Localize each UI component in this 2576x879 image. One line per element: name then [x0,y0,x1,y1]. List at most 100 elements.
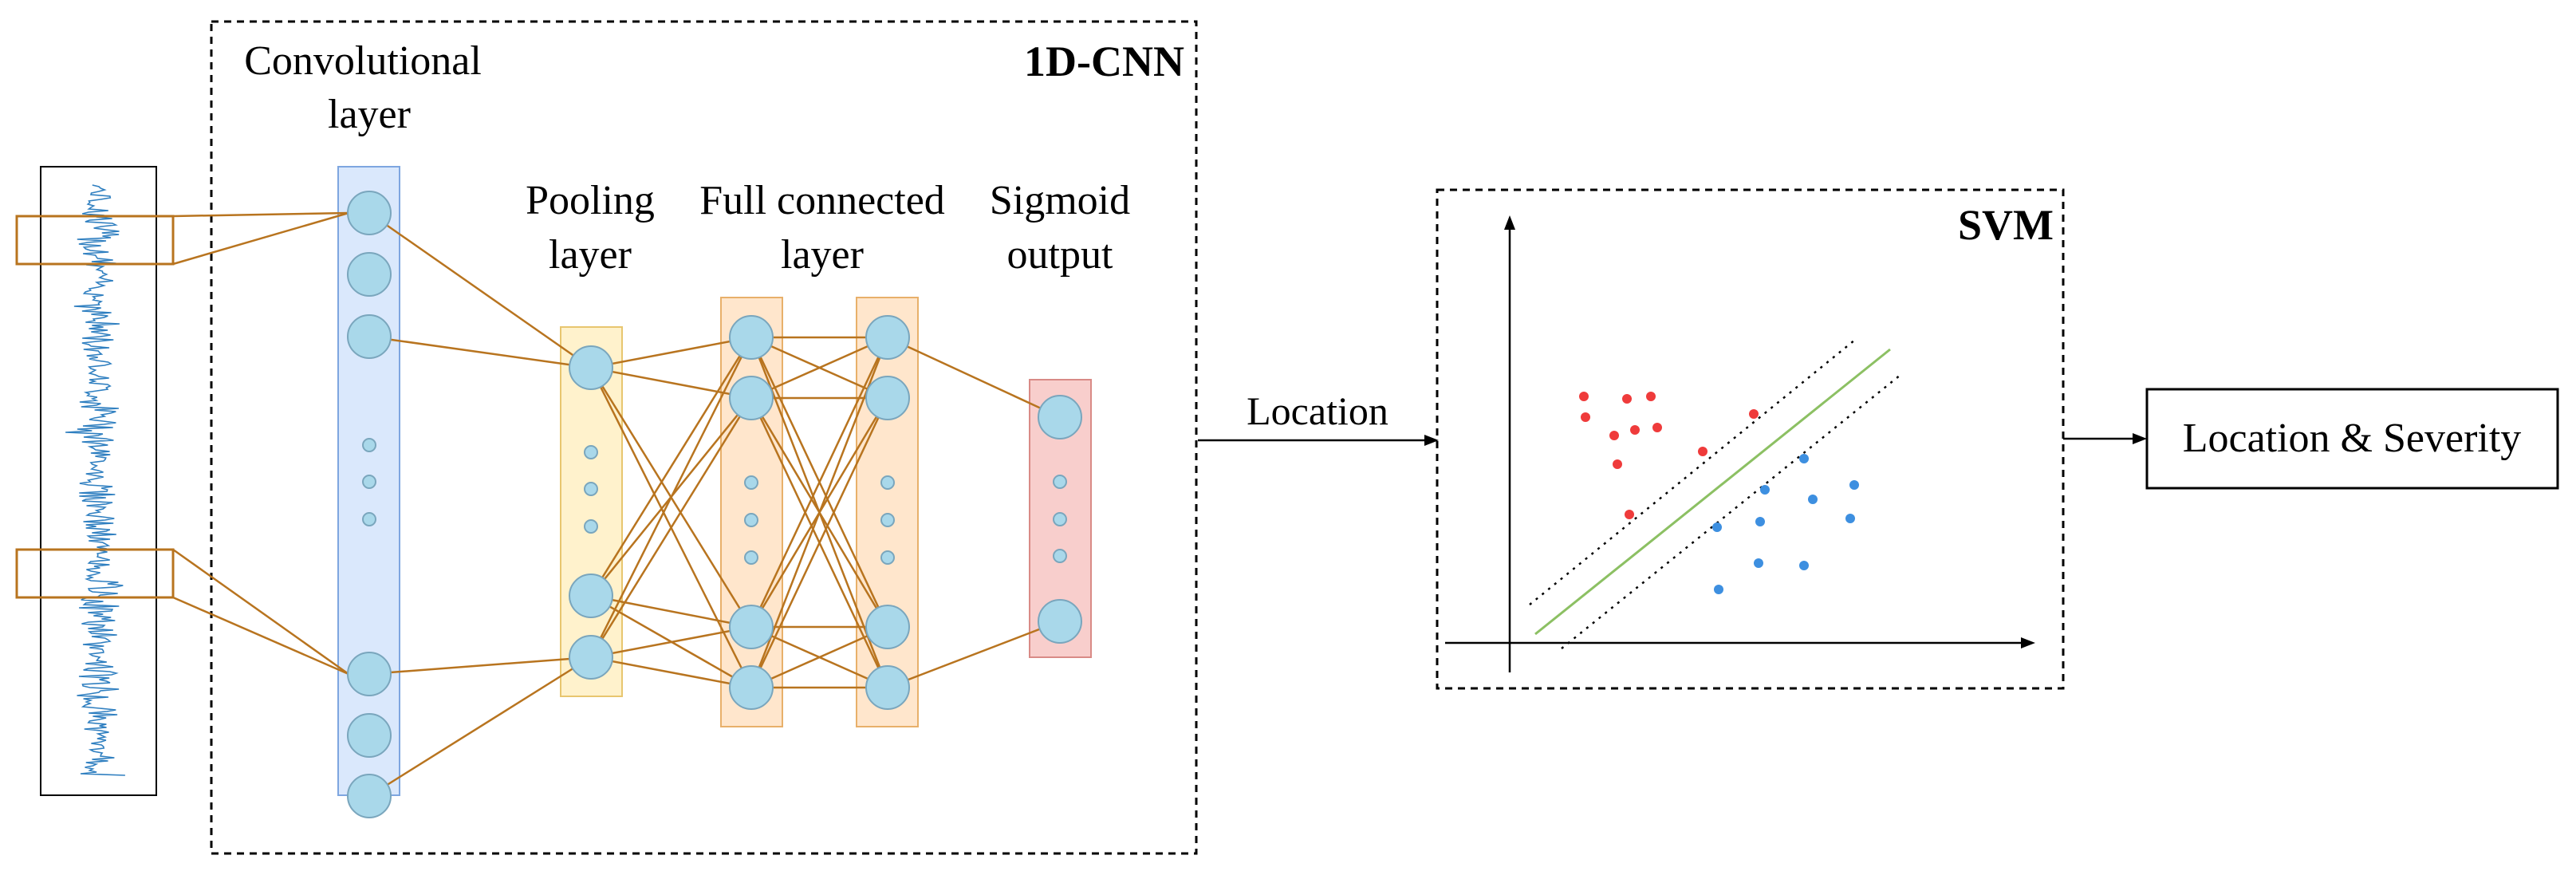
pool-neuron [569,345,613,390]
svm-point-class-b [1799,454,1809,463]
svm-point-class-a [1622,394,1632,404]
fc1-neuron [729,665,774,710]
ellipsis-dot [744,550,758,565]
location-arrow-head [1424,435,1439,446]
fc-label-line2: layer [781,232,864,278]
svm-point-class-a [1625,510,1634,519]
connection-line [589,337,753,658]
location-arrow-label: Location [1247,388,1388,433]
svm-point-class-a [1609,431,1619,440]
connection-line [590,656,752,689]
pool-label-line1: Pooling [526,178,655,223]
connection-line [750,337,889,688]
svm-point-class-a [1581,412,1590,422]
ellipsis-dot [880,550,895,565]
connection-line [172,211,349,218]
conv-neuron [347,191,392,235]
ellipsis-dot [362,512,376,526]
ellipsis-dot [744,475,758,490]
fc1-neuron [729,376,774,420]
fc2-neuron [865,665,910,710]
conv-label-line2: layer [328,92,411,137]
svm-point-class-b [1808,495,1818,504]
signal-waveform [65,184,125,776]
pool-neuron [569,574,613,618]
connection-line [368,656,592,676]
svm-hyperplane [1534,348,1891,636]
output-box [2145,388,2559,490]
svm-point-class-b [1712,522,1722,532]
connection-line [750,336,888,400]
fc2-neuron [865,376,910,420]
conv-neuron [347,252,392,297]
ellipsis-dot [744,513,758,527]
ellipsis-dot [584,519,598,534]
signal-window-top [15,215,175,266]
fc-layer-band-1 [720,297,783,727]
ellipsis-dot [1053,549,1067,563]
svm-point-class-a [1613,459,1622,469]
conv-label-line1: Convolutional [244,38,482,84]
connection-line [590,625,752,659]
svm-point-class-a [1579,392,1589,401]
svm-y-axis-head [1504,215,1515,230]
ellipsis-dot [1053,512,1067,526]
connections [172,211,1061,798]
svm-points [1579,392,1859,594]
connection-line [750,337,889,628]
connection-line [589,397,753,658]
connection-line [750,625,888,689]
svm-point-class-b [1760,485,1770,495]
fc2-neuron [865,605,910,649]
output-label: Location & Severity [2183,416,2522,461]
sigmoid-neuron [1038,395,1082,440]
output-arrow-head [2133,433,2147,444]
fc-layer-band-2 [856,297,919,727]
conv-neuron [347,774,392,818]
neurons [347,191,1082,818]
svm-plot [1445,215,2035,672]
svm-point-class-b [1714,585,1723,594]
svm-point-class-b [1754,558,1763,568]
connection-line [172,211,349,266]
connection-line [590,366,752,400]
svm-point-class-a [1630,425,1640,435]
cnn-box [210,20,1198,855]
pool-neuron [569,635,613,680]
connection-line [368,335,592,369]
svm-point-class-a [1749,409,1759,419]
connection-line [887,620,1061,689]
svm-title: SVM [1958,201,2054,249]
pool-label-line2: layer [549,232,632,278]
svm-point-class-b [1755,517,1765,526]
sigmoid-neuron [1038,599,1082,644]
ellipsis-dot [584,445,598,459]
connection-line [368,211,592,369]
connection-line [172,548,349,676]
ellipsis-dot [880,475,895,490]
svm-point-class-b [1845,514,1855,523]
svm-point-class-a [1698,447,1707,456]
fc1-neuron [729,605,774,649]
sigmoid-label-line1: Sigmoid [990,178,1130,223]
ellipsis-dot [584,482,598,496]
svm-margin-lower [1561,374,1901,649]
input-signal [15,166,175,796]
ellipsis-dot [880,513,895,527]
conv-neuron [347,314,392,359]
connection-line [750,397,889,688]
svm-point-class-b [1849,480,1859,490]
connection-line [589,337,753,597]
svm-x-axis-head [2021,637,2035,648]
connection-line [590,336,752,369]
svm-point-class-b [1799,561,1809,570]
fc1-neuron [729,315,774,360]
connection-line [368,656,592,798]
connection-line [172,596,349,676]
ellipsis-dot [362,475,376,489]
connection-line [887,336,1061,419]
conv-neuron [347,713,392,758]
svm-point-class-a [1646,392,1656,401]
signal-frame [40,166,157,796]
connection-line [590,594,752,629]
